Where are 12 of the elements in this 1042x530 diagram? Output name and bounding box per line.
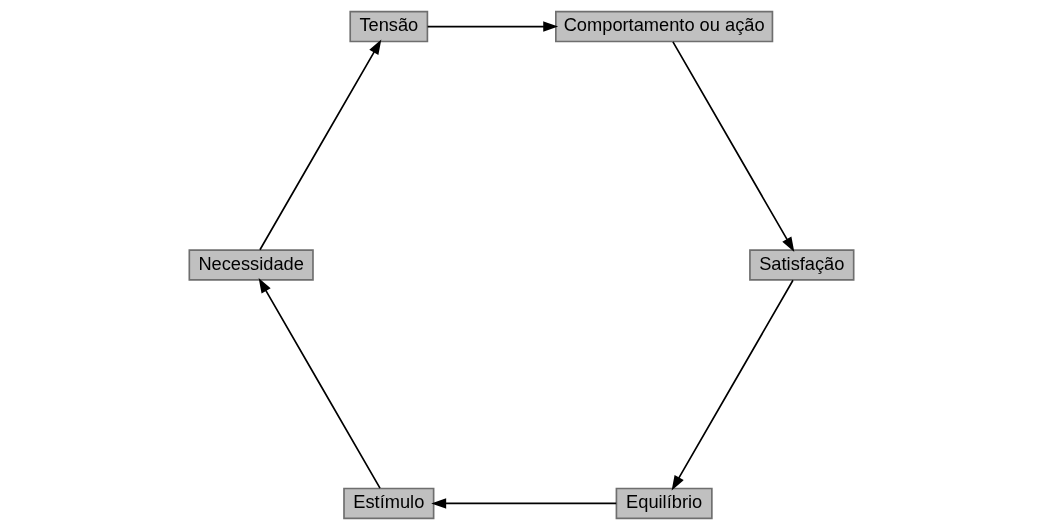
arrow bbox=[258, 277, 381, 489]
arrow bbox=[671, 41, 794, 253]
node-box: Tensão bbox=[348, 10, 428, 43]
node-box: Satisfação bbox=[748, 249, 854, 281]
arrow bbox=[426, 21, 558, 32]
arrow bbox=[430, 498, 617, 509]
arrow bbox=[671, 279, 794, 491]
arrow bbox=[258, 39, 381, 251]
node-box: Equilíbrio bbox=[615, 487, 713, 520]
node-box: Estímulo bbox=[342, 487, 434, 520]
node-box: Necessidade bbox=[188, 249, 314, 281]
node-box: Comportamento ou ação bbox=[554, 10, 773, 43]
